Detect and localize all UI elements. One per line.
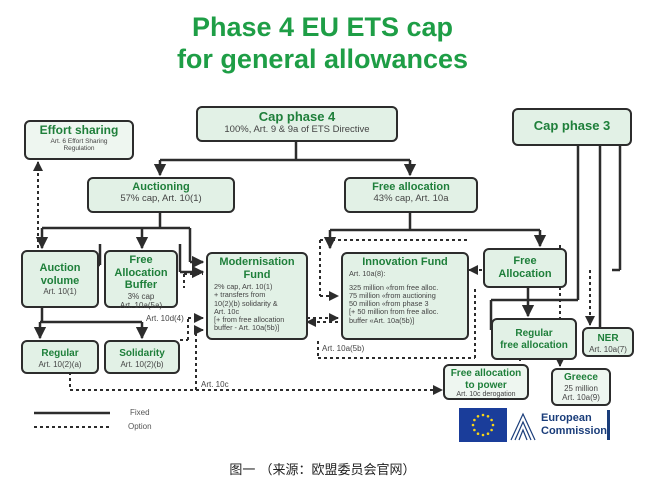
free-allocation-top-sub: 43% cap, Art. 10a bbox=[373, 192, 449, 204]
european-commission-logo: European Commission bbox=[459, 408, 617, 444]
label-art-10a5b: Art. 10a(5b) bbox=[322, 344, 365, 353]
buffer-title2: Allocation bbox=[114, 266, 168, 279]
modernisation-title2: Fund bbox=[243, 268, 271, 281]
innovation-fund-title: Innovation Fund bbox=[362, 256, 448, 268]
logo-text-line2: Commission bbox=[541, 424, 608, 437]
power-title1: Free allocation bbox=[450, 368, 522, 379]
regular-free-allocation-title1: Regular bbox=[515, 328, 553, 339]
auction-volume-box: Auction volume Art. 10(1) bbox=[21, 250, 99, 308]
solidarity-title: Solidarity bbox=[119, 348, 165, 359]
modernisation-line: + transfers from bbox=[214, 290, 266, 300]
modernisation-line: [+ from free allocation bbox=[214, 314, 285, 324]
ner-title: NER bbox=[597, 333, 619, 344]
eu-flag-icon bbox=[459, 408, 507, 442]
free-allocation-buffer-box: Free Allocation Buffer 3% cap Art. 10a(5… bbox=[104, 250, 178, 311]
free-allocation-right-title2: Allocation bbox=[498, 267, 552, 280]
greece-title: Greece bbox=[564, 372, 598, 383]
regular-box: Regular Art. 10(2)(a) bbox=[21, 340, 99, 374]
modernisation-line: 10(2)(b) solidarity & bbox=[214, 298, 278, 308]
free-allocation-top-title: Free allocation bbox=[372, 181, 450, 193]
auctioning-sub: 57% cap, Art. 10(1) bbox=[120, 192, 202, 204]
innovation-line: Art. 10a(8): bbox=[349, 268, 386, 278]
modernisation-fund-box: Modernisation Fund 2% cap, Art. 10(1) + … bbox=[206, 252, 308, 340]
cap-phase-4-sub: 100%, Art. 9 & 9a of ETS Directive bbox=[224, 123, 370, 135]
label-art-10c: Art. 10c bbox=[201, 380, 229, 389]
greece-sub1: 25 million bbox=[564, 383, 598, 393]
free-allocation-power-box: Free allocation to power Art. 10c deroga… bbox=[443, 364, 529, 400]
innovation-line: buffer «Art. 10a(5b)] bbox=[349, 315, 415, 325]
modernisation-line: 2% cap, Art. 10(1) bbox=[214, 282, 273, 292]
effort-sharing-sub2: Regulation bbox=[63, 145, 95, 153]
buffer-title1: Free bbox=[129, 254, 153, 266]
auction-volume-title1: Auction bbox=[39, 262, 81, 274]
auction-volume-title2: volume bbox=[40, 274, 80, 287]
solidarity-sub: Art. 10(2)(b) bbox=[120, 359, 164, 369]
solidarity-box: Solidarity Art. 10(2)(b) bbox=[104, 340, 180, 374]
innovation-fund-box: Innovation Fund Art. 10a(8): 325 million… bbox=[341, 252, 469, 340]
power-sub: Art. 10c derogation bbox=[456, 391, 516, 398]
legend-option-label: Option bbox=[128, 422, 152, 431]
cap-phase-3-title: Cap phase 3 bbox=[533, 118, 611, 133]
effort-sharing-box: Effort sharing Art. 6 Effort Sharing Reg… bbox=[24, 120, 134, 160]
modernisation-line: buffer - Art. 10a(5b)] bbox=[214, 323, 280, 333]
modernisation-title1: Modernisation bbox=[219, 256, 295, 268]
buffer-title3: Buffer bbox=[124, 279, 158, 292]
free-allocation-right-box: Free Allocation bbox=[483, 248, 567, 288]
ner-sub: Art. 10a(7) bbox=[589, 344, 627, 354]
ner-box: NER Art. 10a(7) bbox=[582, 327, 634, 357]
power-title2: to power bbox=[465, 379, 507, 391]
regular-sub: Art. 10(2)(a) bbox=[38, 359, 82, 369]
label-art-10d4: Art. 10d(4) bbox=[146, 314, 184, 323]
logo-text-line1: European bbox=[541, 412, 592, 424]
greece-sub2: Art. 10a(9) bbox=[562, 392, 600, 402]
effort-sharing-sub1: Art. 6 Effort Sharing bbox=[50, 137, 108, 145]
logo-bar bbox=[607, 410, 610, 440]
regular-title: Regular bbox=[41, 348, 79, 359]
regular-free-allocation-box: Regular free allocation bbox=[491, 318, 577, 360]
page-title-line-2: for general allowances bbox=[176, 44, 469, 74]
cap-phase-4-box: Cap phase 4 100%, Art. 9 & 9a of ETS Dir… bbox=[196, 106, 398, 142]
auction-volume-sub: Art. 10(1) bbox=[43, 287, 77, 297]
cap-phase-4-title: Cap phase 4 bbox=[258, 109, 336, 124]
auctioning-title: Auctioning bbox=[132, 181, 190, 193]
greece-box: Greece 25 million Art. 10a(9) bbox=[551, 368, 611, 406]
effort-sharing-title: Effort sharing bbox=[39, 123, 119, 137]
legend-fixed-label: Fixed bbox=[130, 408, 150, 417]
innovation-line: 50 million «from phase 3 bbox=[349, 299, 429, 309]
innovation-line: 75 million «from auctioning bbox=[349, 290, 436, 300]
auctioning-box: Auctioning 57% cap, Art. 10(1) bbox=[87, 177, 235, 213]
buffer-sub1: 3% cap bbox=[127, 291, 155, 301]
page-title-line-1: Phase 4 EU ETS cap bbox=[191, 12, 454, 42]
innovation-line: [+ 50 million from free alloc. bbox=[349, 307, 439, 317]
free-allocation-top-box: Free allocation 43% cap, Art. 10a bbox=[344, 177, 478, 213]
cap-phase-3-box: Cap phase 3 bbox=[512, 108, 632, 146]
regular-free-allocation-title2: free allocation bbox=[500, 339, 568, 351]
modernisation-line: Art. 10c bbox=[214, 306, 240, 316]
free-allocation-right-title1: Free bbox=[513, 255, 537, 267]
figure-caption: 图一 （来源：欧盟委员会官网） bbox=[229, 463, 416, 478]
innovation-line: 325 million «from free alloc. bbox=[349, 282, 439, 292]
buffer-sub2: Art. 10a(5a) bbox=[119, 301, 163, 311]
commission-building-icon bbox=[510, 412, 536, 441]
